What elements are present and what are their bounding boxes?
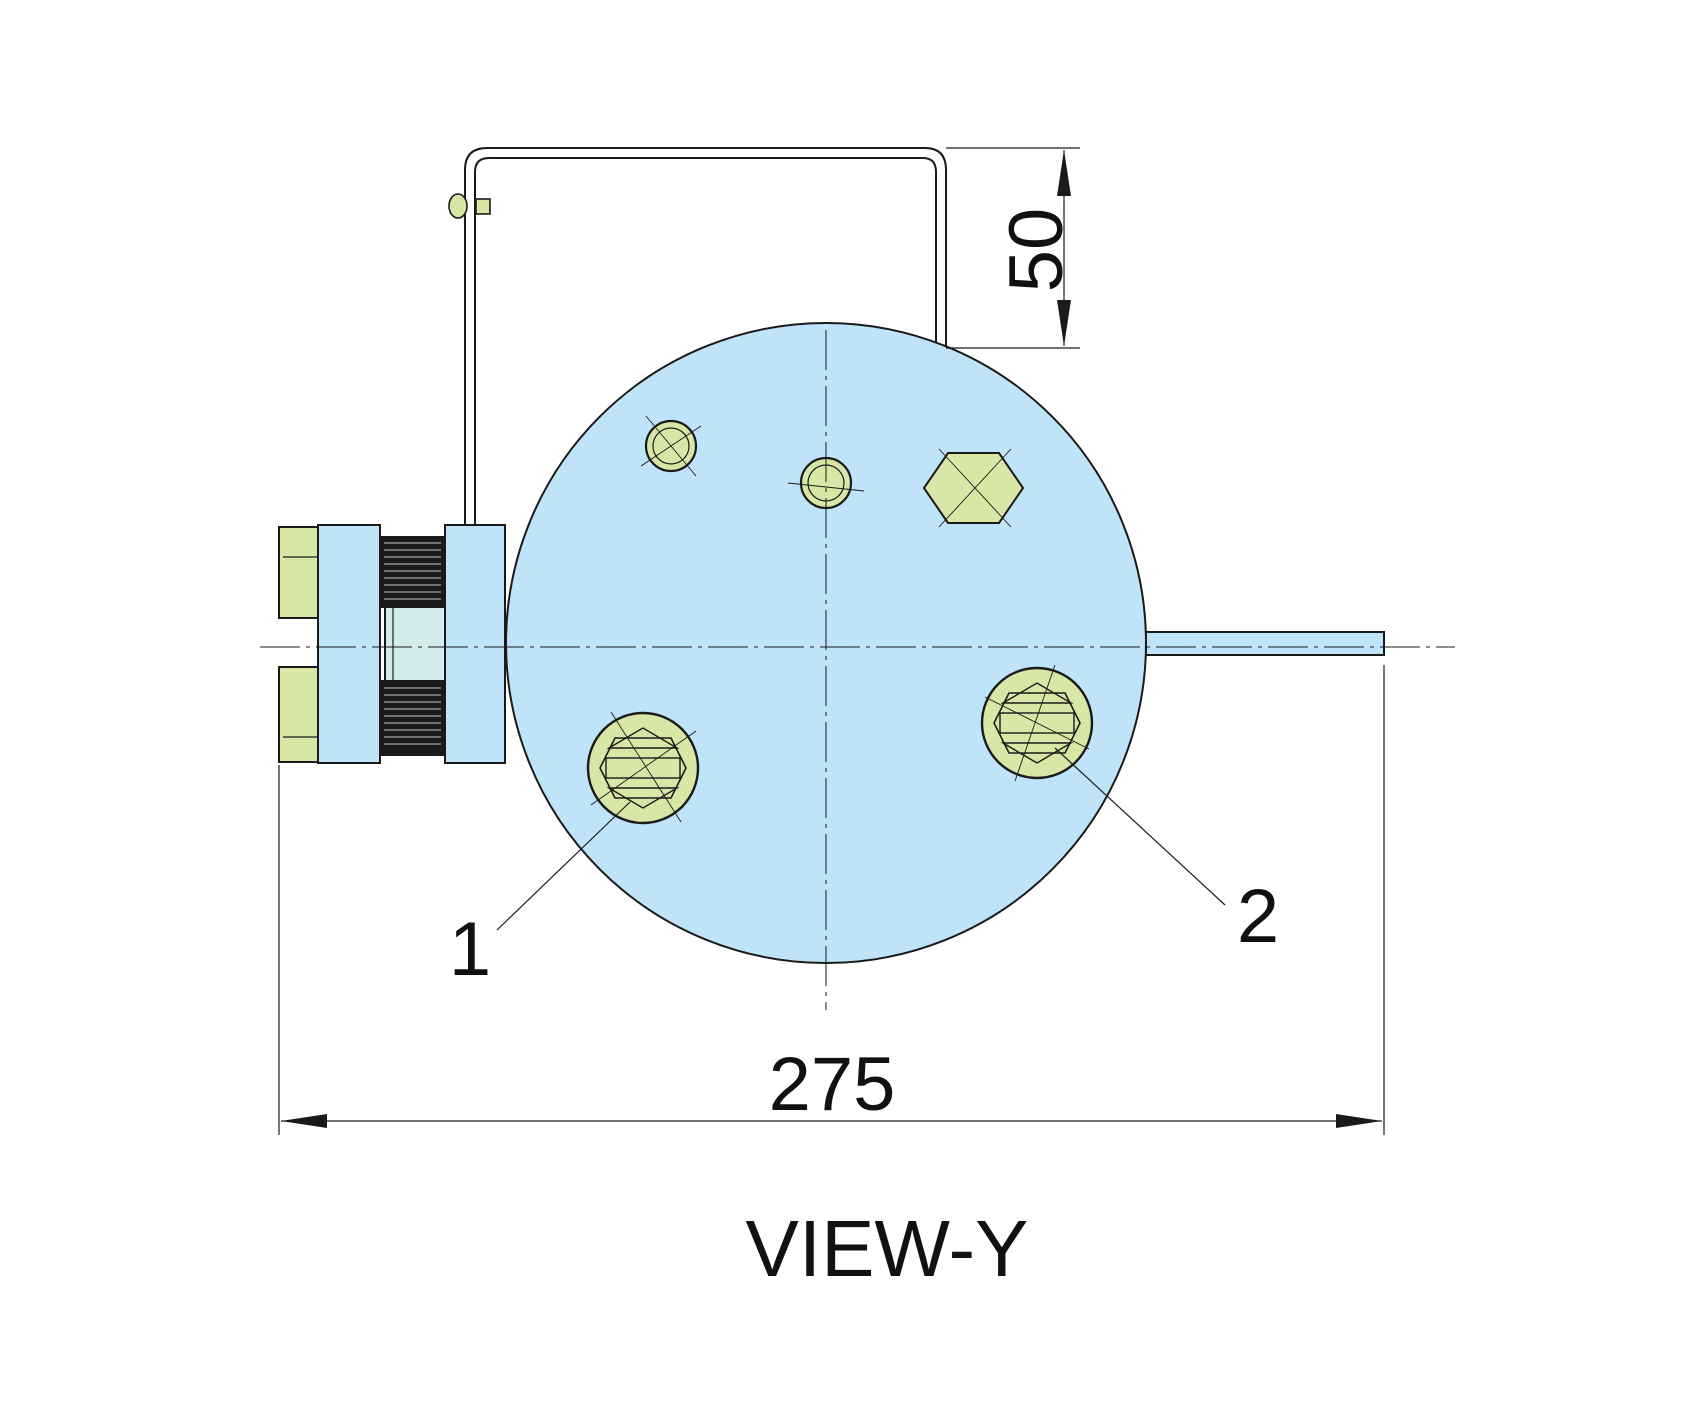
- width-dimension: [278, 665, 1385, 1135]
- callout-label-2: 2: [1237, 874, 1279, 959]
- plug-fitting-left: [640, 415, 702, 477]
- thread-upper: [379, 536, 446, 608]
- inner-flange: [444, 524, 506, 764]
- height-dimension-value: 50: [994, 208, 1079, 293]
- gland-fitting-2: [980, 664, 1094, 782]
- width-dimension-value: 275: [769, 1042, 896, 1127]
- thread-lower: [379, 680, 446, 756]
- cable-nut-upper: [278, 526, 322, 619]
- callout-label-1: 1: [449, 907, 491, 992]
- center-lines: [260, 330, 1455, 1010]
- outer-flange: [317, 524, 381, 764]
- cable-nut-lower: [278, 666, 322, 763]
- center-insert: [384, 606, 446, 682]
- right-shaft: [1145, 631, 1385, 656]
- gland-fitting-1: [586, 711, 700, 825]
- hex-fitting: [922, 448, 1025, 528]
- callout-leaders: [496, 747, 1226, 931]
- view-title: VIEW-Y: [745, 1204, 1028, 1293]
- handle-rivet-upper: [448, 193, 491, 219]
- height-dimension: [946, 147, 1080, 349]
- left-connector-assembly: [278, 524, 506, 764]
